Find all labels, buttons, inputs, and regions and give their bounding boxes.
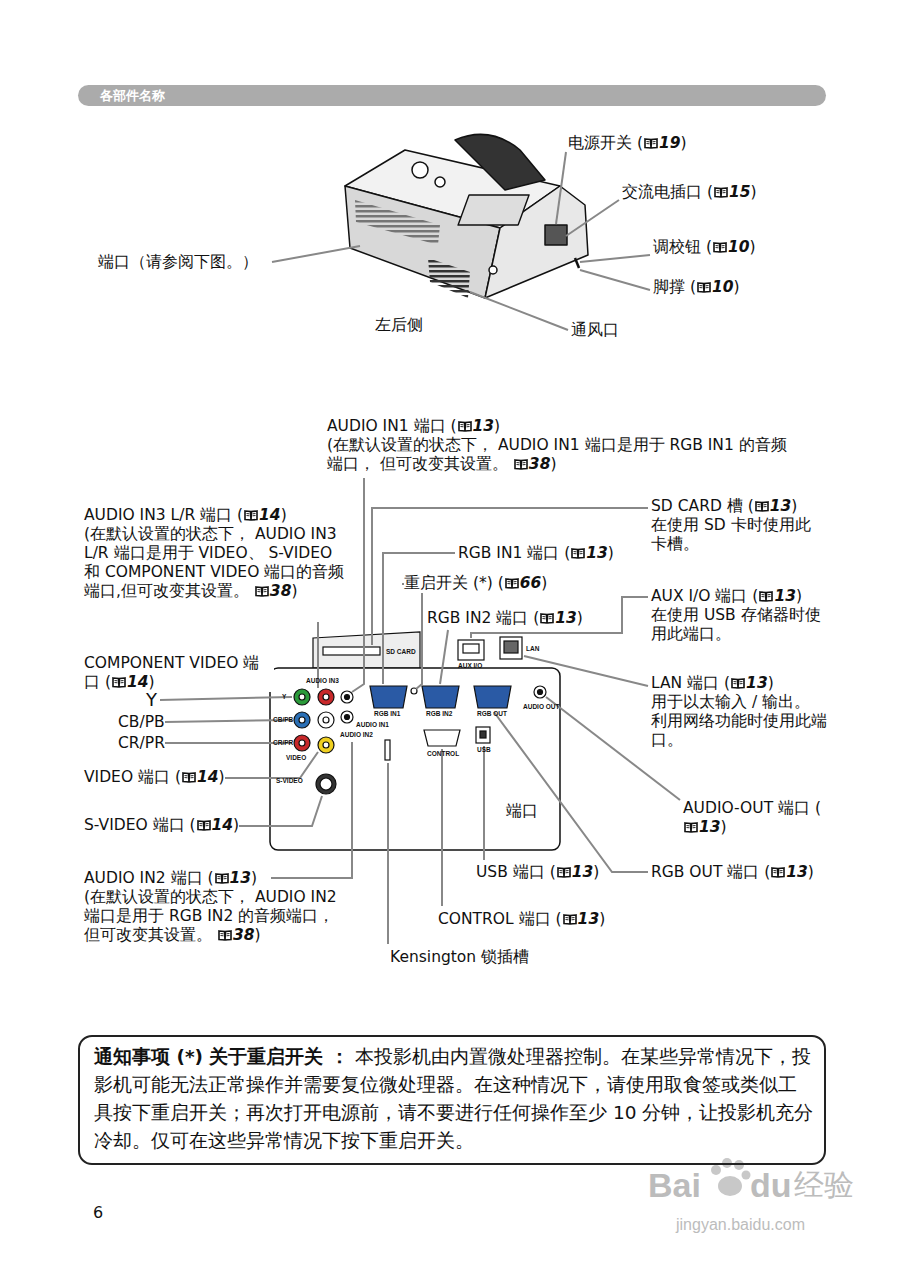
page-number: 6 [93, 1203, 103, 1222]
book-icon [458, 421, 472, 432]
section-title: 各部件名称 [100, 87, 826, 104]
callout-label: 重启开关 (*) (66) [404, 574, 547, 593]
port-label: AUDIO IN2 [340, 731, 373, 739]
signal-name: Y [146, 690, 157, 710]
watermark: Bai [648, 1166, 701, 1204]
book-icon [714, 187, 728, 198]
signal-name: CB/PB [118, 713, 165, 732]
callout-label: VIDEO 端口 (14) [84, 768, 225, 787]
callout-label: AUX I/O 端口 (13) [651, 587, 802, 606]
watermark: jingyan.baidu.com [676, 1216, 805, 1234]
signal-name: CR/PR [118, 734, 165, 753]
callout-label: S-VIDEO 端口 (14) [84, 816, 239, 835]
notice-heading: 通知事项 (*) 关于重启开关 ： [94, 1046, 349, 1067]
port-label: RGB OUT [477, 710, 507, 718]
port-label: AUDIO OUT [523, 703, 559, 711]
book-icon [684, 822, 698, 833]
callout-note: (在默认设置的状态下， AUDIO IN2 端口是用于 RGB IN2 的音频端… [84, 888, 346, 945]
book-icon [557, 867, 571, 878]
callout-label: USB 端口 (13) [476, 863, 599, 882]
callout-note: 在使用 USB 存储器时使用此端口。 [651, 606, 829, 644]
callout-label: Kensington 锁插槽 [390, 948, 529, 967]
port-label: AUDIO IN3 [306, 677, 339, 685]
section-band: 各部件名称 [78, 85, 826, 106]
port-label: S-VIDEO [276, 777, 303, 785]
callout-label: AUDIO IN1 端口 (13) [327, 417, 500, 436]
callout-label: 通风口 [571, 321, 619, 340]
port-label: CB/PB [273, 716, 293, 724]
watermark: du [750, 1166, 792, 1204]
book-icon [571, 548, 585, 559]
port-label: RGB IN1 [374, 710, 400, 718]
book-icon [255, 586, 269, 597]
callout-label: LAN 端口 (13) [651, 674, 774, 693]
callout-label: CONTROL 端口 (13) [438, 910, 605, 929]
book-icon [697, 282, 711, 293]
projector-drawing [345, 134, 588, 298]
leader-lines [272, 152, 650, 330]
callout-label: COMPONENT VIDEO 端口 (14) [84, 654, 274, 692]
book-icon [713, 242, 727, 253]
callout-label: SD CARD 槽 (13) [651, 497, 797, 516]
notice-box: 通知事项 (*) 关于重启开关 ：本投影机由内置微处理器控制。在某些异常情况下，… [78, 1035, 826, 1165]
view-label: 左后侧 [375, 316, 423, 335]
port-label: Y [282, 693, 286, 701]
book-icon [244, 510, 258, 521]
port-label: CONTROL [427, 750, 459, 758]
callout-label: 脚撑 (10) [653, 278, 740, 297]
callout-label: 端口（请参阅下图。） [98, 253, 258, 272]
book-icon [197, 820, 211, 831]
book-icon [505, 578, 519, 589]
callout-label: RGB IN2 端口 (13) [427, 609, 583, 628]
watermark: 经验 [794, 1166, 854, 1204]
callout-label: RGB IN1 端口 (13) [458, 544, 614, 563]
port-label: AUX I/O [458, 662, 482, 670]
book-icon [771, 867, 785, 878]
callout-label: 调校钮 (10) [653, 238, 756, 257]
callout-note: 用于以太输入 / 输出。 利用网络功能时使用此端口。 [651, 693, 829, 750]
book-icon [514, 459, 528, 470]
port-label: LAN [526, 645, 539, 653]
port-label: AUDIO IN1 [356, 721, 389, 729]
book-icon [644, 138, 658, 149]
book-icon [731, 678, 745, 689]
callout-note: (在默认设置的状态下， AUDIO IN3 L/R 端口是用于 VIDEO、 S… [84, 525, 346, 601]
port-label: RGB IN2 [426, 710, 452, 718]
callout-label: 交流电插口 (15) [622, 183, 757, 202]
book-icon [759, 591, 773, 602]
callout-label: AUDIO IN2 端口 (13) [84, 869, 257, 888]
callout-note: (在默认设置的状态下， AUDIO IN1 端口是用于 RGB IN1 的音频端… [327, 436, 797, 474]
book-icon [218, 930, 232, 941]
book-icon [563, 914, 577, 925]
book-icon [182, 772, 196, 783]
callout-label: AUDIO IN3 L/R 端口 (14) [84, 506, 287, 525]
callout-label: AUDIO-OUT 端口 (13) [683, 799, 823, 837]
callout-note: 在使用 SD 卡时使用此卡槽。 [651, 516, 816, 554]
port-label: SD CARD [386, 648, 416, 656]
callout-label: 电源开关 (19) [568, 134, 687, 153]
port-label: USB [477, 746, 491, 754]
callout-label: RGB OUT 端口 (13) [651, 863, 814, 882]
book-icon [540, 613, 554, 624]
book-icon [112, 677, 126, 688]
port-label: VIDEO [286, 754, 306, 762]
book-icon [215, 873, 229, 884]
panel-caption: 端口 [506, 802, 538, 821]
book-icon [755, 501, 769, 512]
port-label: CR/PR [273, 739, 293, 747]
